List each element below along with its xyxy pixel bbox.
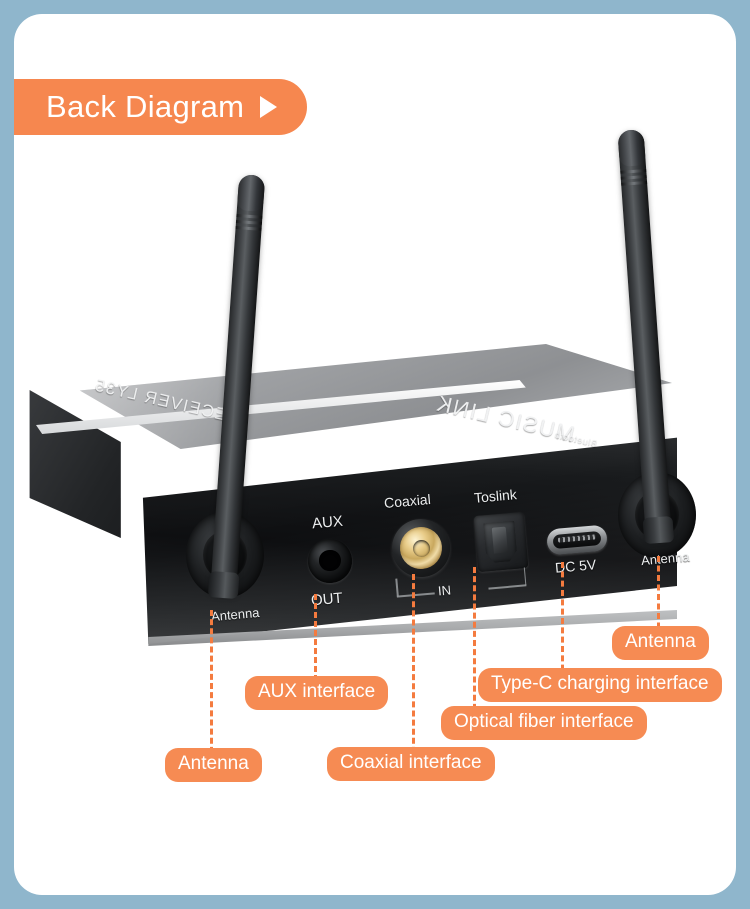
callout-antenna-right[interactable]: Antenna xyxy=(612,626,709,660)
callout-typec[interactable]: Type-C charging interface xyxy=(478,668,722,702)
callout-aux[interactable]: AUX interface xyxy=(245,676,389,710)
leader-aux xyxy=(314,594,317,690)
leader-coaxial xyxy=(412,574,415,762)
usb-c-cavity xyxy=(552,530,602,550)
product-diagram-card: Back Diagram RECEIVER LY35 MUSIC LINK Bl… xyxy=(14,14,736,895)
optical-inner xyxy=(491,526,508,554)
section-banner: Back Diagram xyxy=(14,79,308,135)
rca-gold-ring xyxy=(398,525,444,571)
leader-typec xyxy=(561,562,564,680)
page-title: Back Diagram xyxy=(46,89,245,124)
leader-antenna-left xyxy=(210,610,213,762)
leader-optical xyxy=(473,567,476,719)
usb-c-contacts xyxy=(557,534,597,543)
optical-port-icon xyxy=(473,511,529,573)
callout-optical[interactable]: Optical fiber interface xyxy=(441,706,647,740)
leader-antenna-right xyxy=(657,556,660,638)
antenna-hinge xyxy=(642,516,675,545)
antenna-cap xyxy=(617,129,646,167)
callout-antenna-left[interactable]: Antenna xyxy=(165,748,262,782)
antenna-hinge xyxy=(207,571,240,600)
play-triangle-icon xyxy=(260,96,278,118)
antenna-cap xyxy=(236,174,266,212)
rca-center-hole xyxy=(412,539,430,557)
callout-coaxial[interactable]: Coaxial interface xyxy=(327,747,495,781)
silkscreen-bluetooth: Bluetooth xyxy=(553,429,599,449)
